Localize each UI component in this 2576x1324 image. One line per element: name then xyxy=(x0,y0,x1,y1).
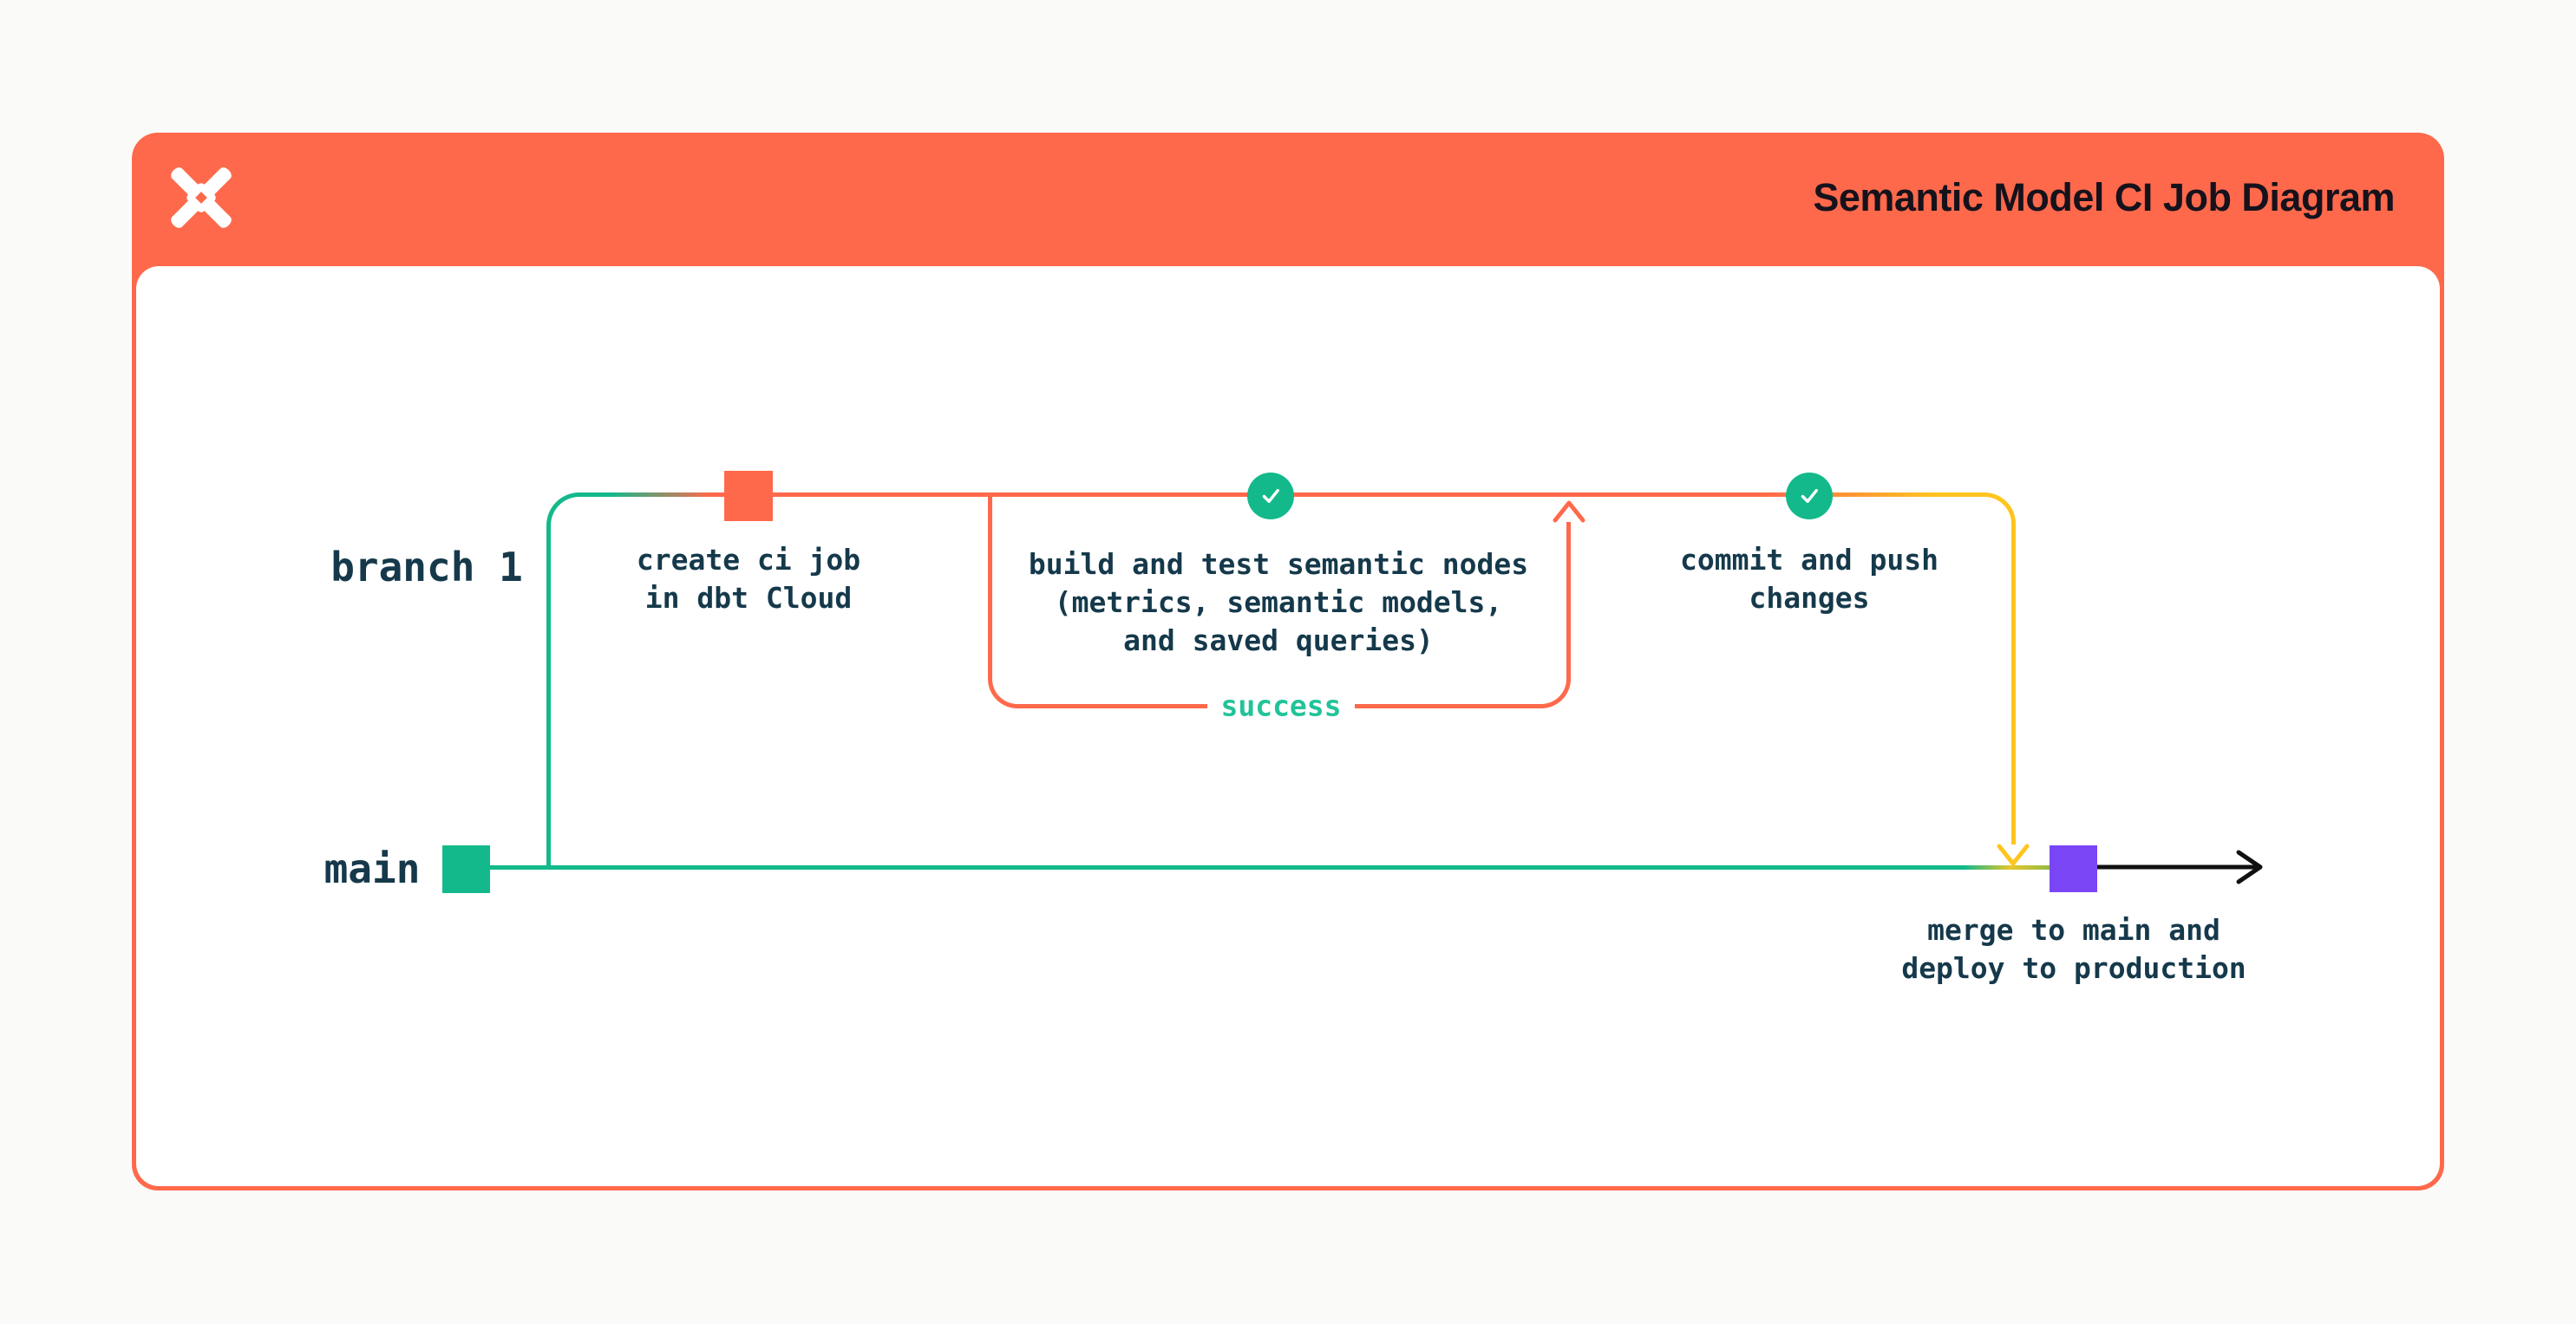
step-label-create-ci: create ci job in dbt Cloud xyxy=(637,541,860,617)
step-line: merge to main and xyxy=(1927,913,2220,947)
branch-fork-line xyxy=(546,555,551,867)
step-label-build-test: build and test semantic nodes (metrics, … xyxy=(1029,545,1528,660)
step-line: in dbt Cloud xyxy=(644,581,853,615)
step-line: commit and push xyxy=(1679,543,1939,577)
success-label: success xyxy=(1220,688,1342,723)
branch-fork-corner xyxy=(546,492,612,558)
branch-merge-line xyxy=(2011,557,2016,845)
ci-box-corner-br xyxy=(1537,675,1571,708)
ci-box-bottom-right xyxy=(1355,704,1537,708)
branch-1-label: branch 1 xyxy=(330,544,523,590)
step-line: build and test semantic nodes xyxy=(1028,547,1529,581)
ci-box-bottom-left xyxy=(1049,704,1207,708)
step-line: and saved queries) xyxy=(1123,623,1434,657)
ci-box-left-edge xyxy=(988,496,992,675)
check-icon-commit-push xyxy=(1786,473,1833,519)
step-label-commit-push: commit and push changes xyxy=(1680,541,1939,617)
merge-commit-node xyxy=(2050,845,2097,892)
main-line xyxy=(490,865,2050,870)
step-line: (metrics, semantic models, xyxy=(1054,585,1503,619)
diagram-card: Semantic Model CI Job Diagram xyxy=(132,133,2444,1190)
branch-line xyxy=(611,492,1982,497)
create-ci-commit-node xyxy=(724,471,773,521)
step-line: create ci job xyxy=(636,543,861,577)
step-label-merge: merge to main and deploy to production xyxy=(1901,911,2246,988)
page-title: Semantic Model CI Job Diagram xyxy=(1813,175,2395,219)
dbt-logo-icon xyxy=(168,165,234,231)
arrow-down-icon xyxy=(1997,844,2030,866)
step-line: deploy to production xyxy=(1901,951,2246,985)
branch-merge-corner xyxy=(1982,492,2016,558)
ci-box-corner-bl xyxy=(988,675,1049,708)
check-icon-build-test xyxy=(1247,473,1294,519)
card-body xyxy=(136,266,2440,1186)
main-label: main xyxy=(324,845,421,892)
main-start-commit-node xyxy=(442,845,490,893)
card-header: Semantic Model CI Job Diagram xyxy=(132,133,2444,266)
step-line: changes xyxy=(1749,581,1870,615)
arrow-up-icon xyxy=(1553,500,1585,523)
ci-box-right-edge xyxy=(1566,522,1571,675)
arrow-right-icon xyxy=(2097,850,2263,884)
